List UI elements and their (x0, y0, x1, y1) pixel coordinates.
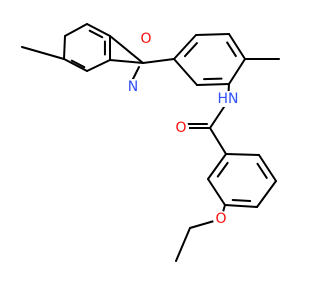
double-bond-b1-b2 (216, 161, 229, 178)
bond-r3-r4 (228, 33, 246, 60)
molecule-structure: O N HN O O (21, 23, 280, 262)
bond-c2-c7a (109, 59, 144, 64)
bond-r5-r6 (196, 83, 230, 86)
bond-ce1-ce2 (175, 227, 191, 262)
oxazole-oxygen-label: O (140, 31, 151, 47)
oxazole-oxygen: O (138, 31, 154, 47)
atom-label-layer: O N HN O O (125, 31, 240, 227)
bond-c7-c6 (63, 58, 88, 72)
bond-b3-b4 (224, 204, 258, 208)
bond-cc-b1 (209, 127, 227, 155)
double-bond-b3-b4 (231, 198, 252, 203)
carbonyl-oxygen: O (173, 120, 189, 136)
amide-nh-label: HN (218, 91, 239, 107)
bond-c7a-c7 (86, 59, 111, 72)
bond-r1-r2 (173, 34, 197, 60)
bond-r2-r3 (195, 33, 230, 36)
bond-b4-b5 (256, 180, 277, 208)
ether-oxygen-label: O (215, 211, 226, 227)
carbonyl-oxygen-label: O (175, 120, 186, 136)
bond-b5-b6 (258, 154, 277, 182)
ether-oxygen: O (213, 211, 229, 227)
double-bond-b5-b6 (256, 162, 268, 179)
double-bond-c4-c4a (88, 29, 104, 39)
bond-c4-c4a (86, 23, 111, 37)
bond-c2-r1 (142, 58, 175, 64)
bond-layer (21, 23, 280, 262)
oxazole-nitrogen-label: N (128, 79, 138, 95)
double-bond-r5-r6 (203, 77, 223, 81)
bond-c6-c5 (63, 35, 66, 60)
double-bond-r3-r4 (226, 41, 237, 58)
bond-c5-c4 (64, 23, 88, 37)
bond-b6-b1 (225, 153, 260, 156)
amide-nh: HN (218, 91, 240, 107)
double-bond-r1-r2 (183, 42, 198, 58)
bond-b2-b3 (207, 178, 226, 206)
double-bond-c6-c7 (70, 59, 86, 69)
bond-c4a-c2 (109, 35, 144, 64)
bond-r4-r5 (228, 58, 246, 85)
bond-r6-r1 (173, 58, 198, 86)
oxazole-nitrogen: N (125, 79, 141, 95)
bond-b1-b2 (207, 153, 227, 180)
bond-me1-c6 (21, 46, 65, 60)
